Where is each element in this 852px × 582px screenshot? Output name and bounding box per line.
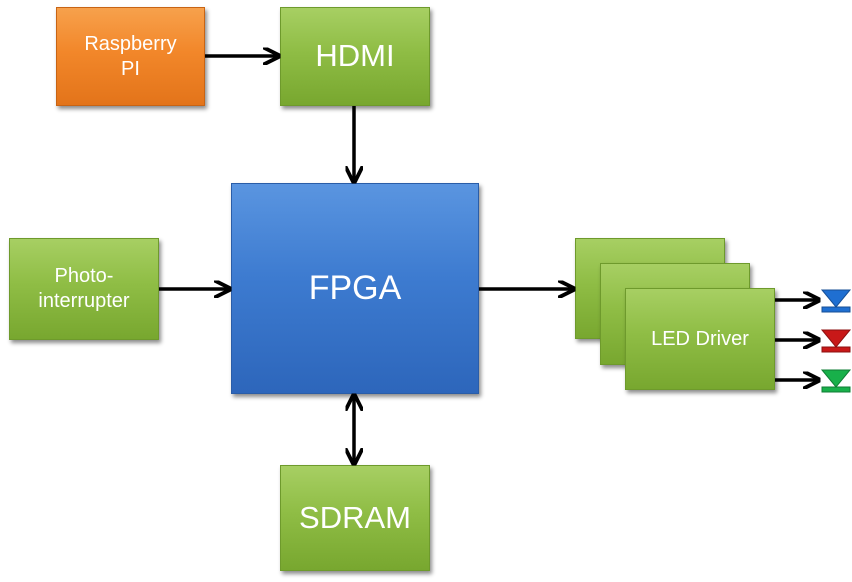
sdram-label: SDRAM	[299, 499, 411, 535]
blue-led-icon	[820, 289, 852, 313]
photo-interrupter-block: Photo- interrupter	[9, 238, 159, 340]
hdmi-label: HDMI	[315, 38, 395, 74]
led-driver-block: LED Driver	[625, 288, 775, 390]
fpga-block: FPGA	[231, 183, 479, 394]
fpga-label: FPGA	[308, 269, 402, 308]
red-led-icon	[820, 329, 852, 353]
hdmi-block: HDMI	[280, 7, 430, 106]
raspberry-pi-label: Raspberry PI	[84, 32, 177, 80]
led-driver-label: LED Driver	[651, 327, 749, 350]
photo-interrupter-label: Photo- interrupter	[38, 265, 130, 312]
sdram-block: SDRAM	[280, 465, 430, 571]
raspberry-pi-block: Raspberry PI	[56, 7, 205, 106]
green-led-icon	[820, 369, 852, 393]
